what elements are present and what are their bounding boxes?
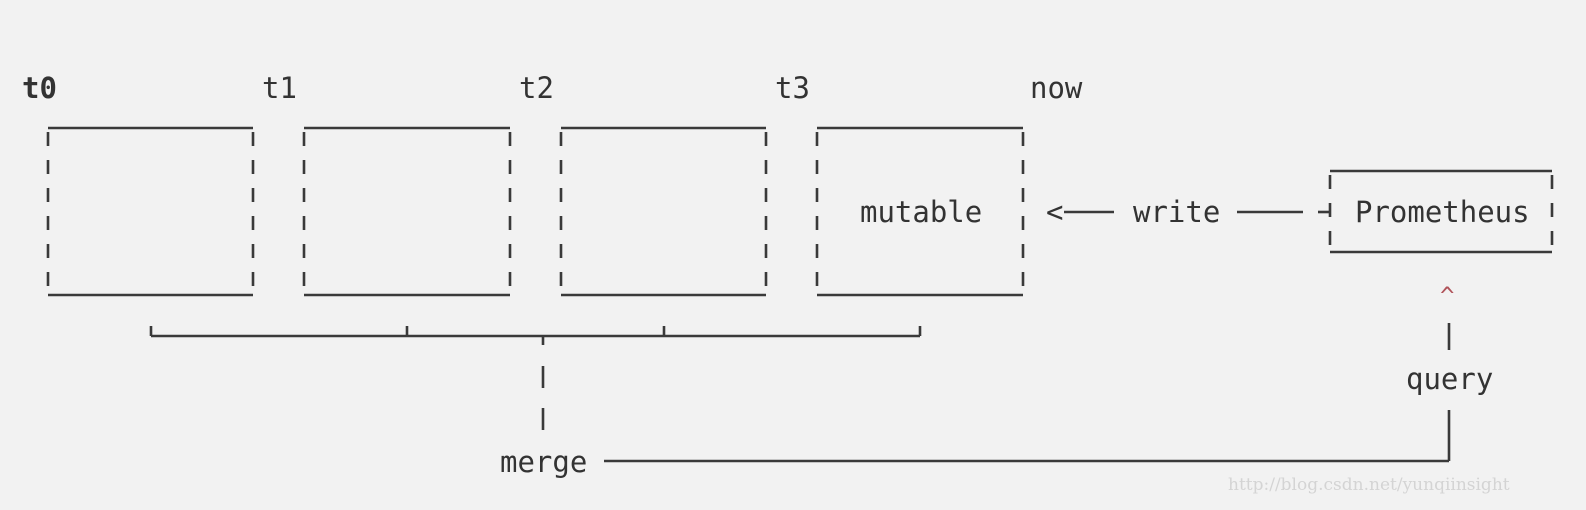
write-label: write: [1133, 195, 1221, 229]
time-label-now: now: [1030, 71, 1083, 105]
block-3-outline: [559, 126, 768, 297]
prometheus-box-outline: [1328, 169, 1554, 254]
merge-bracket: [149, 326, 922, 430]
query-label: query: [1406, 362, 1494, 396]
merge-label: merge: [500, 445, 588, 479]
block-mutable-outline: [815, 126, 1025, 297]
merge-query-line: [604, 323, 1451, 463]
prometheus-label: Prometheus: [1355, 195, 1530, 229]
time-label-t2: t2: [519, 71, 554, 105]
block-1-outline: [46, 126, 255, 297]
time-label-t1: t1: [262, 71, 297, 105]
time-label-t0: t0: [22, 71, 57, 105]
watermark: http://blog.csdn.net/yunqiinsight: [1228, 475, 1510, 495]
time-label-t3: t3: [775, 71, 810, 105]
block-2-outline: [302, 126, 512, 297]
block-mutable-label: mutable: [860, 195, 983, 229]
query-arrowhead: ^: [1440, 282, 1455, 310]
write-arrowhead: <: [1046, 195, 1064, 229]
